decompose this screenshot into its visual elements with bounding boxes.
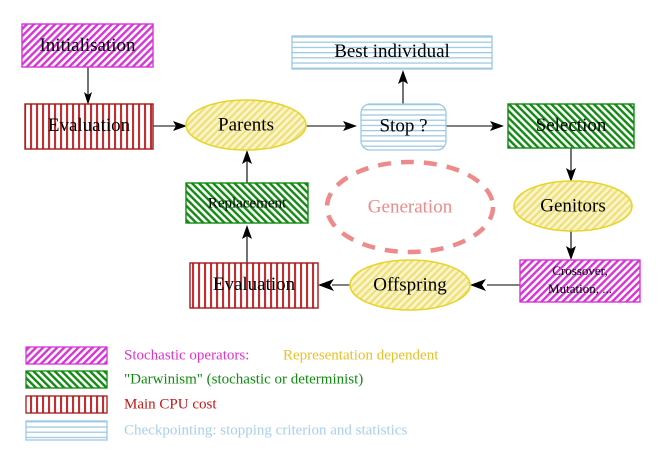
node-genitors-label: Genitors	[540, 195, 605, 216]
node-stop-label: Stop ?	[379, 115, 427, 136]
node-evaluation-top[interactable]: Evaluation	[24, 103, 154, 150]
edge-crossover-mutation-to-offspring	[470, 279, 520, 291]
legend-label-main-cpu-cost: Main CPU cost	[124, 396, 217, 412]
legend: Stochastic operators: Representation dep…	[25, 346, 439, 441]
node-replacement[interactable]: Replacement	[185, 182, 309, 224]
node-offspring-shape	[349, 259, 471, 311]
legend-swatch-checkpoint	[25, 420, 108, 441]
node-crossover-mutation-label-line2: Mutation, ...	[548, 281, 612, 296]
node-replacement-shape	[185, 182, 309, 224]
node-initialisation[interactable]: Initialisation	[21, 23, 154, 68]
node-best-individual[interactable]: Best individual	[291, 35, 493, 70]
node-crossover-mutation[interactable]: Crossover, Mutation, ...	[519, 259, 641, 303]
node-replacement-label: Replacement	[208, 195, 287, 211]
node-offspring-label: Offspring	[373, 274, 447, 295]
node-selection-shape	[507, 103, 635, 149]
edge-replacement-to-parents	[242, 150, 252, 183]
node-best-individual-shape	[291, 35, 493, 70]
node-evaluation-bottom-shape	[189, 262, 319, 309]
node-stop-shape	[360, 103, 447, 151]
edge-stop-to-best-individual	[398, 70, 408, 104]
node-parents-shape	[185, 99, 307, 151]
node-offspring[interactable]: Offspring	[349, 259, 471, 311]
node-crossover-mutation-shape	[519, 259, 641, 303]
edge-stop-to-selection	[446, 121, 504, 131]
node-generation-label: Generation	[368, 196, 453, 217]
node-crossover-mutation-label-line1: Crossover,	[552, 263, 607, 278]
legend-swatch-cpu	[25, 395, 108, 414]
node-initialisation-label: Initialisation	[39, 35, 136, 56]
node-parents[interactable]: Parents	[185, 99, 307, 151]
edge-evaluation-bottom-to-replacement	[242, 225, 252, 263]
legend-item-checkpoint: Checkpointing: stopping criterion and st…	[25, 420, 407, 441]
node-evaluation-bottom[interactable]: Evaluation	[189, 262, 319, 309]
legend-item-cpu: Main CPU cost	[25, 395, 217, 414]
legend-swatch-darwinism	[25, 370, 108, 389]
legend-label-representation-dependent: Representation dependent	[283, 347, 439, 363]
legend-swatch-stochastic	[25, 346, 108, 365]
edge-parents-to-stop	[306, 121, 357, 131]
node-selection[interactable]: Selection	[507, 103, 635, 149]
edge-offspring-to-evaluation-bottom	[318, 279, 350, 291]
legend-item-stochastic: Stochastic operators: Representation dep…	[25, 346, 439, 365]
edge-layer	[84, 67, 576, 291]
node-initialisation-shape	[21, 23, 154, 68]
edge-selection-to-genitors	[566, 148, 576, 182]
legend-label-checkpointing: Checkpointing: stopping criterion and st…	[124, 422, 407, 438]
legend-item-darwinism: "Darwinism" (stochastic or determinist)	[25, 370, 363, 389]
node-stop[interactable]: Stop ?	[360, 103, 447, 151]
edge-evaluation-top-to-parents	[153, 121, 187, 131]
node-parents-label: Parents	[218, 114, 274, 135]
node-evaluation-top-shape	[24, 103, 154, 150]
node-selection-label: Selection	[536, 115, 607, 136]
legend-label-darwinism: "Darwinism" (stochastic or determinist)	[124, 371, 363, 387]
node-evaluation-bottom-label: Evaluation	[213, 274, 296, 295]
node-generation-shape	[324, 159, 496, 255]
legend-label-stochastic-operators: Stochastic operators:	[124, 347, 249, 363]
node-genitors[interactable]: Genitors	[513, 180, 633, 232]
edge-initialisation-to-evaluation-top	[84, 67, 92, 105]
edge-genitors-to-crossover-mutation	[566, 231, 576, 260]
node-genitors-shape	[513, 180, 633, 232]
node-evaluation-top-label: Evaluation	[48, 115, 131, 136]
node-best-individual-label: Best individual	[334, 41, 450, 62]
node-generation: Generation	[324, 159, 496, 255]
